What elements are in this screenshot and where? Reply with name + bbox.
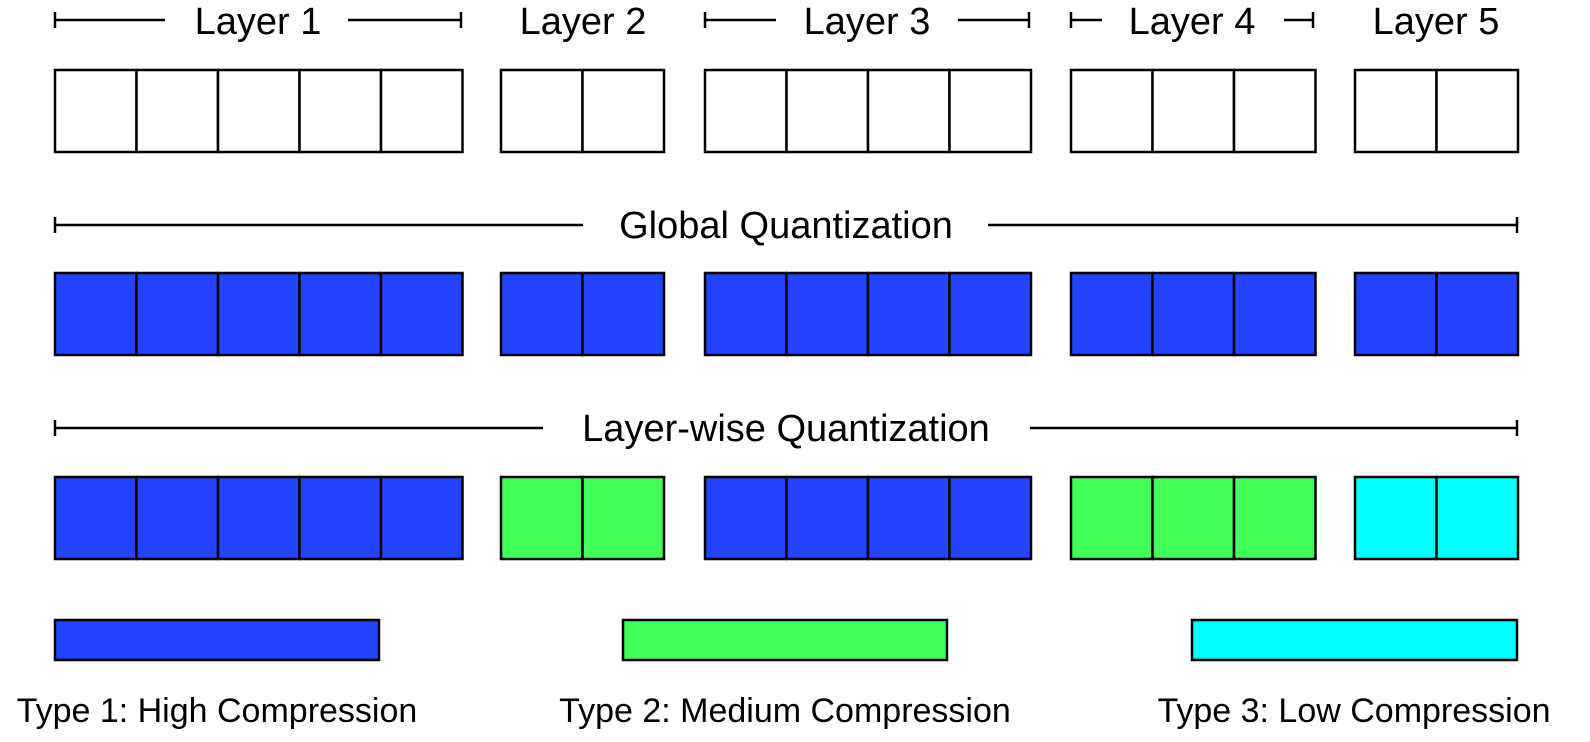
layerwise-layer-1-cell-3 <box>216 475 301 561</box>
layerwise-quantization-row <box>53 475 1520 561</box>
layerwise-layer-3-cell-1 <box>703 475 788 561</box>
empty-layer-3-cell-4 <box>948 68 1033 154</box>
layer-5-label: Layer 5 <box>1373 1 1500 43</box>
empty-layer-4-cell-3 <box>1232 68 1317 154</box>
layer-headers: Layer 1 Layer 2 Layer 3 Layer 4 Layer 5 <box>53 1 1500 43</box>
layerwise-quantization-label: Layer-wise Quantization <box>582 408 990 450</box>
legend-swatch-type-2 <box>621 618 949 662</box>
legend-swatch-type-1 <box>53 618 381 662</box>
global-layer-3-cell-4 <box>948 271 1033 357</box>
global-layer-1-cell-3 <box>216 271 301 357</box>
empty-layer-1-cell-4 <box>298 68 383 154</box>
global-layer-2-cell-1 <box>499 271 584 357</box>
layer-2-label: Layer 2 <box>520 1 647 43</box>
legend-label-type-3: Type 3: Low Compression <box>1157 692 1550 730</box>
layerwise-layer-2-cell-2 <box>581 475 666 561</box>
legend: Type 1: High Compression Type 2: Medium … <box>17 618 1551 730</box>
empty-layer-4-cell-1 <box>1069 68 1154 154</box>
global-layer-1-cell-4 <box>298 271 383 357</box>
empty-weights-row <box>53 68 1520 154</box>
layer-3-label: Layer 3 <box>804 1 931 43</box>
global-quantization-bracket <box>53 217 1519 233</box>
legend-label-type-1: Type 1: High Compression <box>17 692 418 730</box>
empty-layer-1-cell-1 <box>53 68 138 154</box>
global-layer-4-cell-2 <box>1151 271 1236 357</box>
global-layer-3-cell-3 <box>866 271 951 357</box>
legend-label-type-2: Type 2: Medium Compression <box>559 692 1011 730</box>
layerwise-layer-5-cell-2 <box>1435 475 1520 561</box>
empty-layer-3-cell-2 <box>785 68 870 154</box>
empty-layer-3-cell-3 <box>866 68 951 154</box>
layerwise-layer-1-cell-4 <box>298 475 383 561</box>
global-layer-5-cell-2 <box>1435 271 1520 357</box>
empty-layer-5-cell-1 <box>1353 68 1438 154</box>
layerwise-layer-1-cell-5 <box>379 475 464 561</box>
empty-layer-2-cell-2 <box>581 68 666 154</box>
layerwise-layer-1-cell-2 <box>135 475 220 561</box>
global-layer-4-cell-1 <box>1069 271 1154 357</box>
global-layer-3-cell-2 <box>785 271 870 357</box>
global-layer-1-cell-1 <box>53 271 138 357</box>
global-layer-2-cell-2 <box>581 271 666 357</box>
empty-layer-1-cell-5 <box>379 68 464 154</box>
layerwise-layer-4-cell-3 <box>1232 475 1317 561</box>
layerwise-layer-3-cell-3 <box>866 475 951 561</box>
layerwise-layer-2-cell-1 <box>499 475 584 561</box>
global-layer-4-cell-3 <box>1232 271 1317 357</box>
empty-layer-4-cell-2 <box>1151 68 1236 154</box>
layer-4-bracket <box>1069 12 1315 28</box>
layer-1-bracket <box>53 12 463 28</box>
global-quantization-label: Global Quantization <box>619 205 953 247</box>
empty-layer-1-cell-3 <box>216 68 301 154</box>
layerwise-layer-4-cell-2 <box>1151 475 1236 561</box>
global-layer-1-cell-2 <box>135 271 220 357</box>
layerwise-layer-5-cell-1 <box>1353 475 1438 561</box>
global-quantization-row <box>53 271 1520 357</box>
empty-layer-3-cell-1 <box>703 68 788 154</box>
empty-layer-1-cell-2 <box>135 68 220 154</box>
layerwise-layer-4-cell-1 <box>1069 475 1154 561</box>
legend-swatch-type-3 <box>1190 618 1519 662</box>
layer-3-bracket <box>703 12 1031 28</box>
layerwise-layer-3-cell-4 <box>948 475 1033 561</box>
global-layer-1-cell-5 <box>379 271 464 357</box>
global-layer-3-cell-1 <box>703 271 788 357</box>
empty-layer-2-cell-1 <box>499 68 584 154</box>
layer-4-label: Layer 4 <box>1129 1 1256 43</box>
layer-1-label: Layer 1 <box>195 1 322 43</box>
layerwise-quantization-bracket <box>53 420 1519 436</box>
layerwise-layer-1-cell-1 <box>53 475 138 561</box>
layerwise-layer-3-cell-2 <box>785 475 870 561</box>
empty-layer-5-cell-2 <box>1435 68 1520 154</box>
global-layer-5-cell-1 <box>1353 271 1438 357</box>
